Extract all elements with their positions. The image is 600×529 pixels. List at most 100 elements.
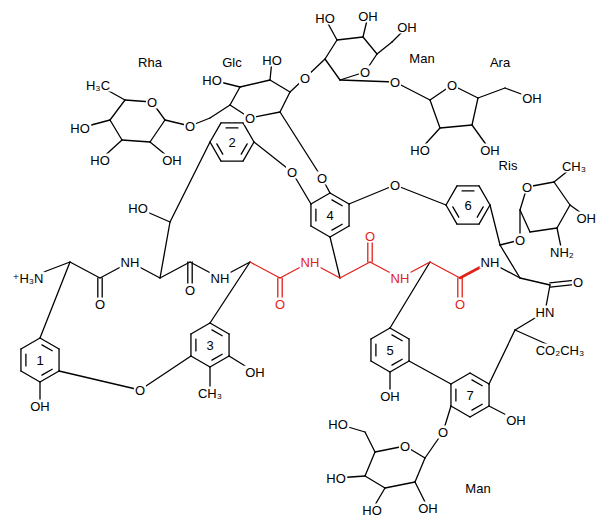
bond-line: [330, 226, 349, 237]
sugar-name: Ris: [498, 159, 519, 172]
atom-label: O: [299, 72, 311, 85]
atom-label: HN: [535, 306, 556, 319]
bond-line: [315, 209, 316, 221]
bond-line: [330, 193, 349, 204]
bond-line: [160, 222, 170, 278]
atom-label: O: [184, 120, 196, 133]
bond-line: [392, 335, 402, 341]
bond-line: [70, 262, 100, 278]
bond-line: [212, 330, 222, 336]
bond-line: [59, 371, 140, 390]
atom-label: O: [274, 298, 286, 311]
ring-number: 1: [35, 354, 44, 367]
atom-label: O: [146, 96, 158, 109]
bond-line: [210, 142, 221, 161]
sugar-name: Ara: [489, 56, 511, 69]
bond-line: [332, 224, 342, 230]
bond-line: [311, 193, 330, 204]
atom-label: NH₂: [549, 246, 575, 259]
bond-line: [408, 339, 409, 361]
bond-line: [210, 323, 229, 334]
bond-line: [212, 354, 222, 360]
bond-line: [42, 369, 52, 375]
bond-line: [160, 262, 190, 278]
bond-line: [280, 92, 290, 112]
bond-line: [191, 356, 210, 367]
bond-line: [243, 123, 254, 142]
bond-line: [385, 482, 415, 488]
atom-label: NH: [390, 272, 411, 285]
bond-line: [479, 205, 490, 224]
atom-label: HO: [201, 74, 223, 87]
bond-line: [241, 144, 247, 154]
bond-line: [191, 323, 210, 334]
atom-label: OH: [521, 92, 543, 105]
bond-line: [446, 205, 457, 224]
atom-label: CH₃: [561, 160, 587, 173]
bond-line: [377, 42, 392, 54]
bond-line: [554, 182, 570, 205]
atom-label: O: [521, 181, 533, 194]
atom-label: HO: [127, 202, 149, 215]
bond-line: [122, 140, 150, 142]
bond-line: [479, 186, 490, 205]
bond-line: [477, 207, 483, 217]
bond-line: [140, 356, 191, 390]
bond-line: [58, 349, 59, 371]
bond-line: [462, 190, 474, 191]
bond-line: [530, 228, 557, 232]
atom-label: OH: [505, 414, 527, 427]
bond-line: [472, 98, 478, 125]
bond-line: [230, 87, 240, 105]
atom-label: O: [389, 179, 401, 192]
atom-label: OH: [417, 502, 439, 515]
atom-label: O: [316, 172, 328, 185]
bond-line: [451, 373, 470, 384]
bond-line: [270, 80, 290, 92]
bond-line: [390, 328, 409, 339]
bond-line: [221, 160, 243, 161]
atom-label: O: [134, 384, 146, 397]
atom-label: H₃C: [85, 79, 111, 92]
atom-label: HO: [327, 418, 349, 431]
atom-label: O: [184, 284, 196, 297]
ring-number: 3: [205, 339, 214, 352]
bond-line: [340, 80, 395, 82]
atom-label: OH: [576, 212, 598, 225]
bond-line: [451, 406, 470, 417]
bond-line: [395, 185, 446, 205]
atom-label: O: [286, 166, 298, 179]
bond-line: [557, 205, 570, 228]
atom-label: O: [389, 76, 401, 89]
bond-line: [40, 371, 59, 382]
bond-line: [409, 361, 451, 384]
bond-line: [488, 384, 489, 406]
bond-line: [20, 349, 21, 371]
bond-line: [330, 237, 340, 278]
bond-line: [457, 185, 479, 186]
bond-line: [415, 458, 425, 482]
bond-line: [217, 144, 223, 154]
atom-label: O: [437, 426, 449, 439]
atom-label: HO: [261, 54, 283, 67]
bond-line: [453, 207, 459, 217]
bond-line: [430, 100, 440, 128]
bond-line: [280, 112, 322, 178]
atom-label: O: [446, 79, 458, 92]
atom-label: O: [514, 234, 526, 247]
bond-line: [240, 80, 270, 87]
bond-line: [457, 223, 479, 224]
atom-label: OH: [357, 10, 379, 23]
atom-label: OH: [396, 21, 418, 34]
atom-label: O: [399, 440, 411, 453]
bond-line: [371, 361, 390, 372]
bond-line: [470, 373, 489, 384]
bond-line: [210, 356, 229, 367]
bond-line: [25, 354, 26, 366]
bond-line: [250, 262, 280, 278]
atom-label: HO: [409, 144, 431, 157]
atom-label: OH: [379, 390, 401, 403]
bond-line: [472, 404, 482, 410]
bond-line: [40, 262, 70, 338]
